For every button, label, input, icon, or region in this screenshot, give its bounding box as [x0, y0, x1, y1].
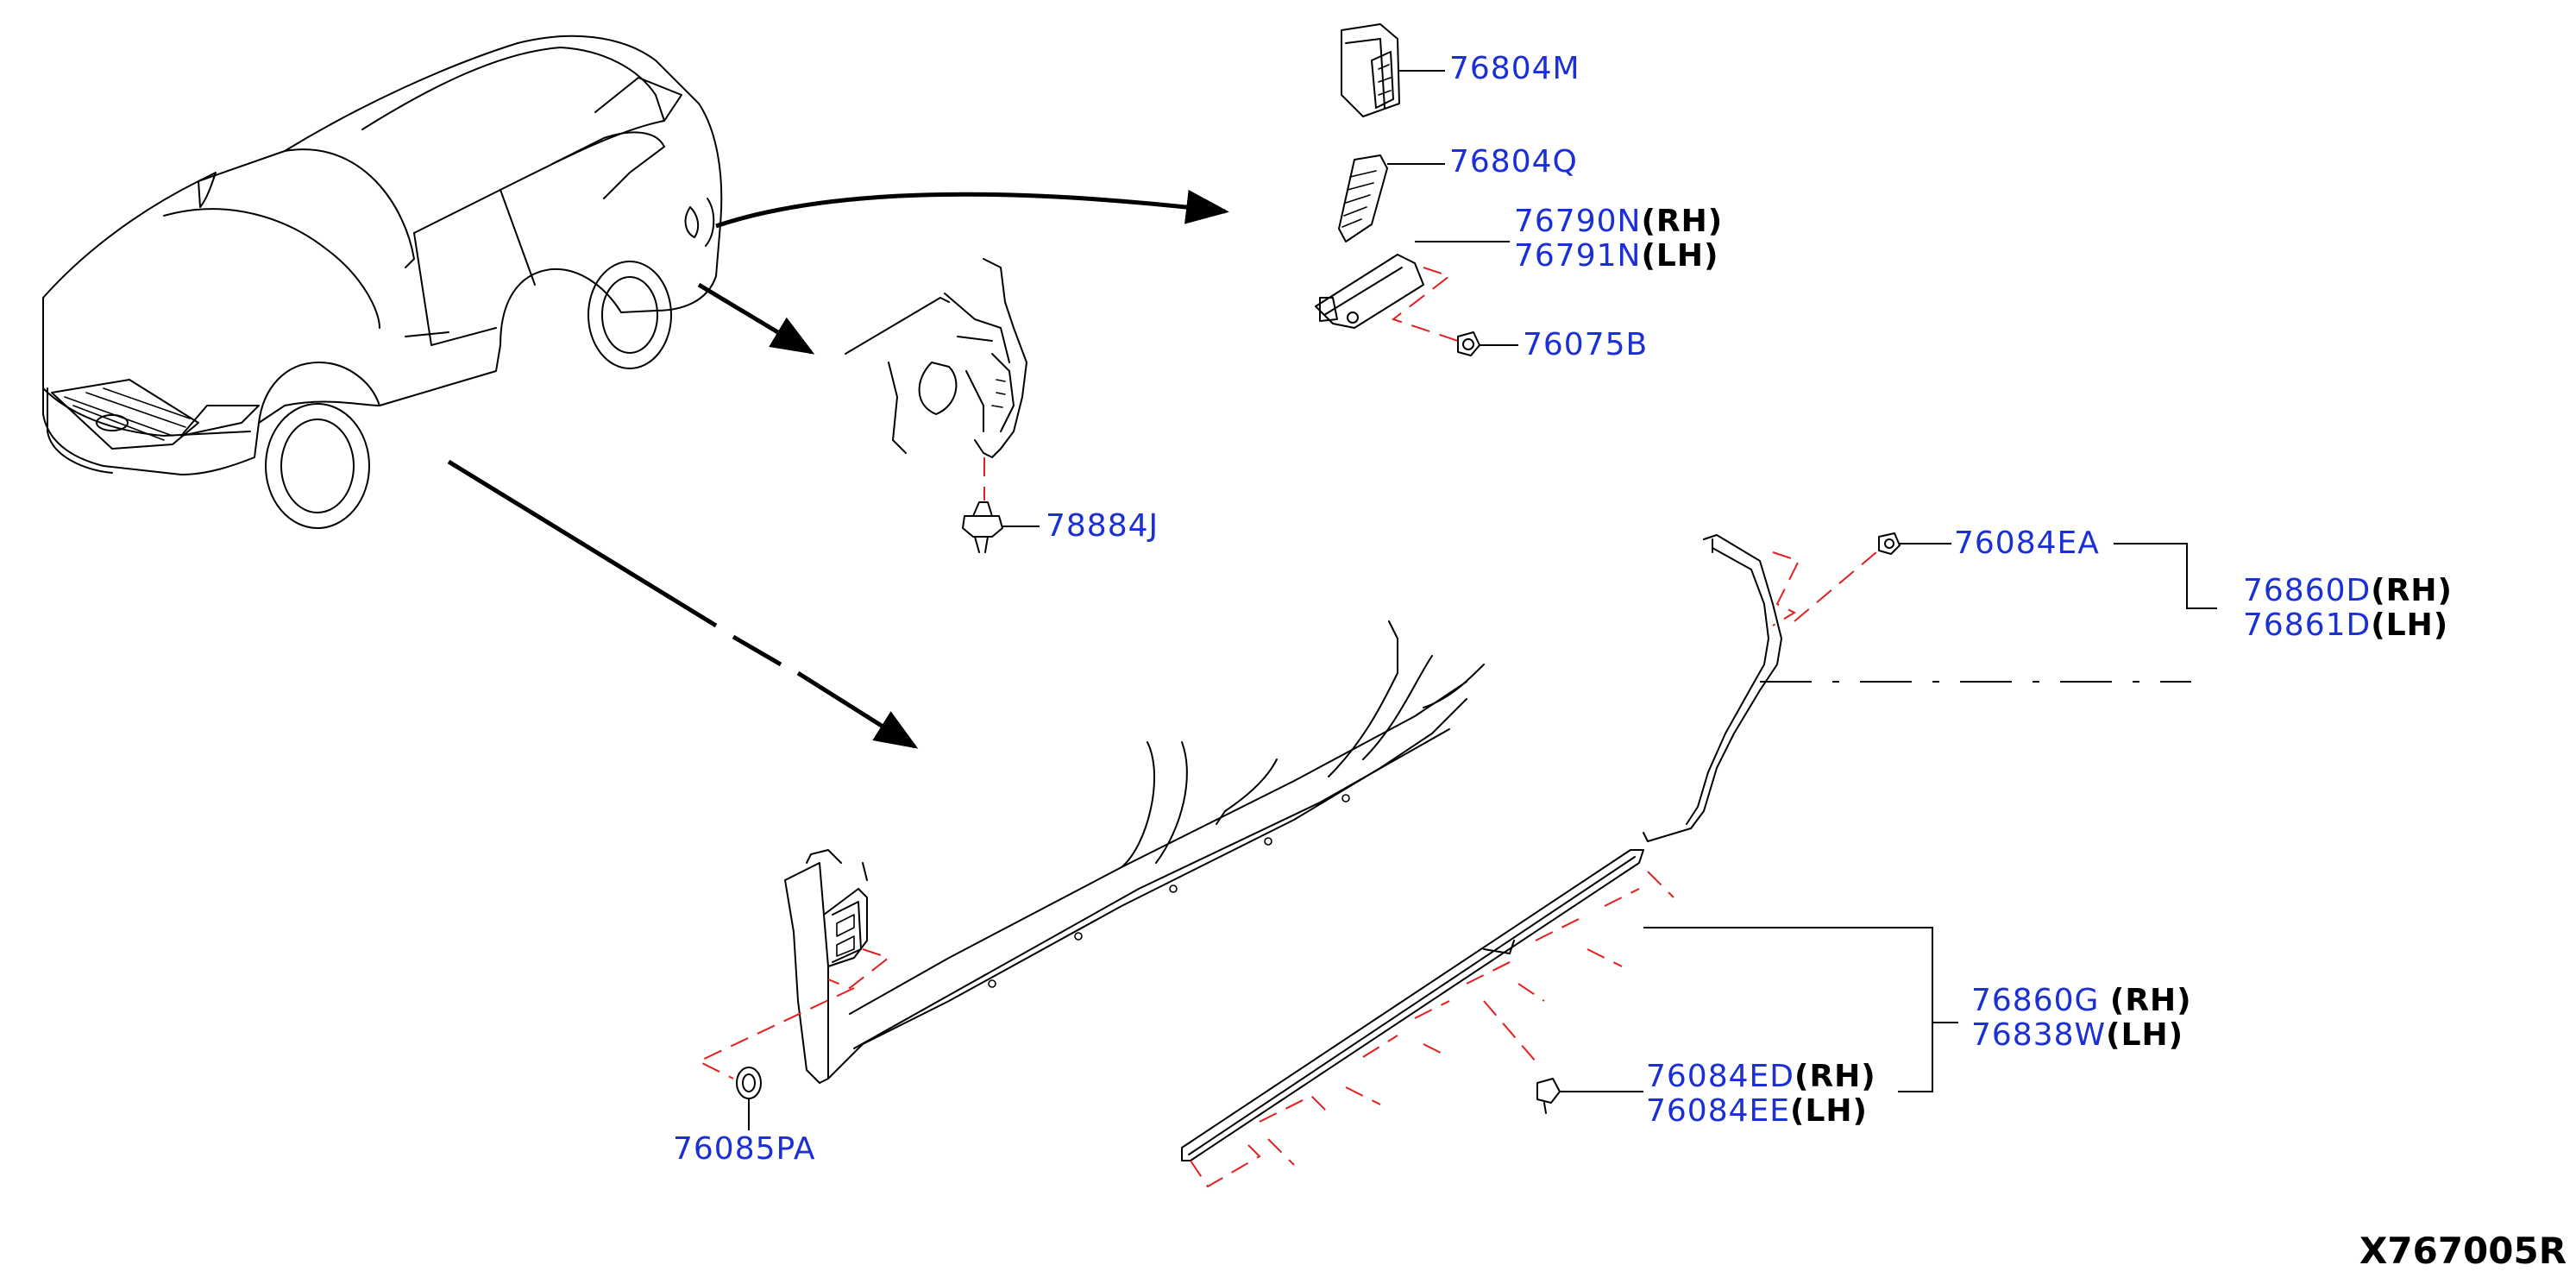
callout-76861D: 76861D(LH)	[2243, 608, 2448, 643]
arrow-to-wheelhouse	[697, 282, 815, 355]
vent-76804M	[1341, 23, 1400, 117]
part-number: 76791N	[1514, 238, 1642, 274]
side-marker: (LH)	[2106, 1017, 2184, 1053]
callout-76804Q: 76804Q	[1449, 144, 1578, 179]
callout-76860D: 76860D(RH)	[2243, 574, 2453, 608]
side-sill-body	[696, 620, 1485, 1084]
side-marker: (RH)	[1641, 204, 1724, 239]
clip-76085PA	[736, 1067, 762, 1130]
vehicle-illustration	[42, 35, 723, 529]
bracket-76790N	[1315, 254, 1424, 329]
part-number: 76861D	[2243, 607, 2372, 643]
arrow-to-vent	[715, 189, 1229, 229]
side-marker: (LH)	[1790, 1093, 1868, 1129]
part-number: 76838W	[1971, 1017, 2107, 1053]
arrow-to-sill	[447, 459, 914, 746]
part-number: 76084EE	[1646, 1093, 1791, 1129]
side-marker: (RH)	[1794, 1059, 1876, 1094]
leader-lines	[1002, 70, 2217, 1092]
callout-76085PA: 76085PA	[673, 1131, 816, 1167]
callout-78884J: 78884J	[1046, 508, 1159, 544]
callout-76838W: 76838W(LH)	[1971, 1018, 2183, 1053]
side-marker: (RH)	[2371, 573, 2453, 608]
rear-arch-molding	[1643, 534, 1877, 842]
callout-76860G: 76860G (RH)	[1971, 984, 2192, 1018]
callout-76084EE: 76084EE(LH)	[1646, 1094, 1868, 1129]
callout-76804M: 76804M	[1449, 51, 1580, 86]
side-marker: (LH)	[1641, 238, 1719, 274]
bracket-dash-guide	[1391, 267, 1459, 342]
clip-76075B	[1457, 331, 1480, 356]
clip-76084EA	[1878, 532, 1901, 555]
callout-76791N: 76791N(LH)	[1514, 239, 1718, 274]
part-number: 76860D	[2243, 573, 2372, 608]
callout-76084ED: 76084ED(RH)	[1646, 1060, 1876, 1094]
clip-76084ED	[1536, 1078, 1561, 1114]
diagram-code: X767005R	[2359, 1230, 2567, 1272]
callout-76790N: 76790N(RH)	[1514, 205, 1723, 239]
sill-molding	[1181, 849, 1674, 1188]
callout-76084EA: 76084EA	[1954, 526, 2100, 561]
side-marker: (RH)	[2109, 983, 2192, 1018]
part-number: 76084ED	[1646, 1059, 1794, 1094]
part-number: 76860G	[1971, 983, 2100, 1018]
side-marker: (LH)	[2371, 607, 2449, 643]
part-number: 76790N	[1514, 204, 1642, 239]
clip-78884J	[962, 501, 1003, 553]
vent-76804Q	[1338, 154, 1388, 242]
callout-76075B: 76075B	[1523, 327, 1649, 362]
wheelhouse-part	[845, 258, 1027, 500]
